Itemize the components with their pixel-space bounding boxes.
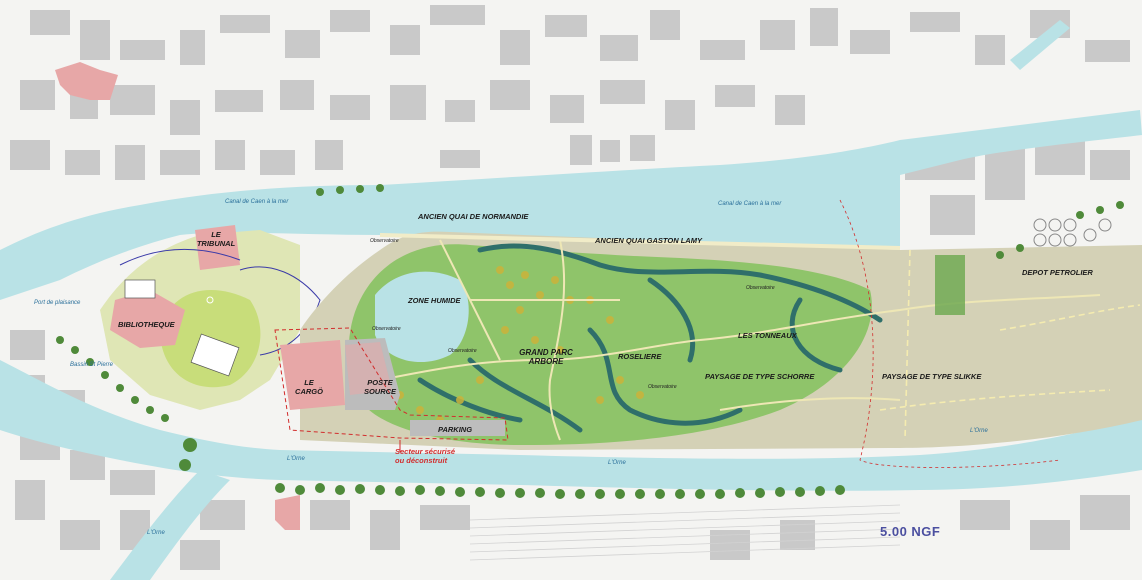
orne-river-branch: [110, 470, 230, 580]
ne-channel: [1010, 20, 1070, 70]
poste-source-overlay: [345, 342, 392, 395]
bank-tree-rows: [56, 184, 1124, 499]
secured-sector-outline: [274, 327, 509, 441]
parking-area: [410, 420, 505, 436]
park-paths: [379, 239, 1101, 441]
wetland-channels: [417, 243, 883, 433]
bibliotheque-annex: [124, 279, 156, 299]
heritage-building-north: [55, 62, 118, 100]
heritage-building-south: [275, 495, 300, 530]
library-annex: [190, 333, 240, 377]
orne-river: [0, 360, 1142, 491]
bibliotheque-building: [110, 290, 185, 348]
grand-parc-green: [348, 244, 872, 445]
railway-tracks: [469, 504, 901, 561]
depot-tanks: [1033, 218, 1112, 247]
blue-outline: [119, 248, 241, 266]
dashed-trails: [879, 249, 1141, 441]
zone-humide-water: [375, 271, 469, 363]
tree-clusters: [396, 266, 644, 424]
north-city-blocks: [10, 5, 1130, 180]
cargo-building: [280, 340, 345, 410]
tribunal-building: [195, 225, 240, 270]
lawn-marker: [206, 296, 214, 304]
depot-green-strip: [935, 255, 965, 315]
canal-water: [0, 110, 1142, 300]
boundary-arc: [839, 199, 1061, 468]
quai-road: [379, 233, 901, 250]
